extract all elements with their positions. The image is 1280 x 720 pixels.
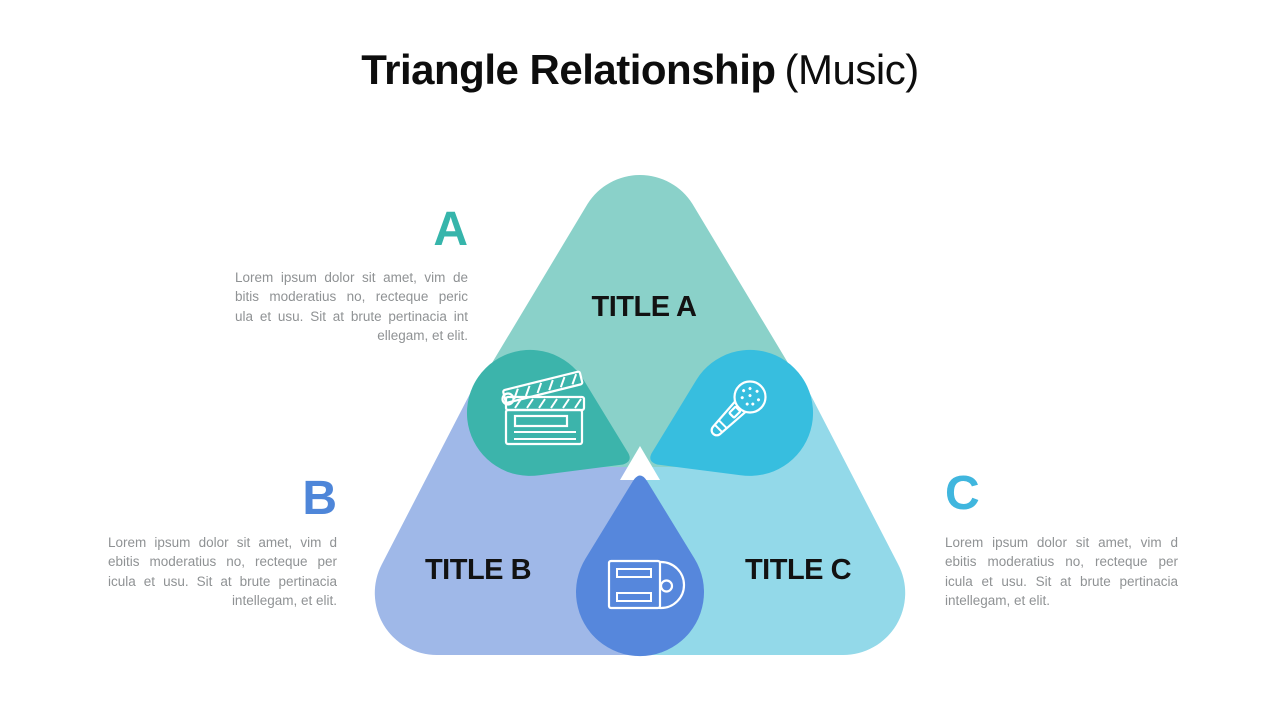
microphone-icon	[710, 380, 767, 437]
microphone-grill-dots	[740, 387, 760, 406]
triangle-c-heading: TITLE C	[744, 554, 852, 586]
section-c-description: Lorem ipsum dolor sit amet, vim d ebitis…	[945, 533, 1178, 610]
description-line: bitis moderatius no, recteque peric	[235, 289, 468, 305]
description-line: Lorem ipsum dolor sit amet, vim de	[235, 270, 468, 285]
description-line: intellegam, et elit.	[945, 592, 1051, 608]
description-line: Lorem ipsum dolor sit amet, vim d	[945, 535, 1178, 550]
section-c-letter: C	[945, 467, 980, 520]
description-line: Lorem ipsum dolor sit amet, vim d	[108, 535, 337, 550]
description-line: ellegam, et elit.	[377, 327, 468, 343]
slide-title-main: Triangle Relationship	[361, 46, 776, 93]
description-line: intellegam, et elit.	[231, 592, 337, 608]
overlap-ac-shape	[650, 349, 814, 476]
section-b-description: Lorem ipsum dolor sit amet, vim d ebitis…	[108, 533, 337, 610]
slide-title: Triangle Relationship(Music)	[0, 46, 1280, 94]
description-line: ula et usu. Sit at brute pertinacia int	[235, 308, 468, 324]
description-line: ebitis moderatius no, recteque per	[108, 554, 337, 570]
description-line: ebitis moderatius no, recteque per	[945, 554, 1178, 570]
center-gap	[620, 446, 660, 480]
description-line: icula et usu. Sit at brute pertinacia	[945, 573, 1178, 589]
triangle-a-heading: TITLE A	[591, 291, 697, 323]
slide-title-suffix: (Music)	[784, 46, 920, 93]
triangle-b-heading: TITLE B	[424, 554, 532, 586]
clapperboard-icon	[501, 370, 586, 446]
section-b-letter: B	[302, 472, 337, 525]
section-a-description: Lorem ipsum dolor sit amet, vim de bitis…	[235, 268, 468, 345]
cd-disc-icon	[607, 559, 686, 610]
description-line: icula et usu. Sit at brute pertinacia	[108, 573, 337, 589]
clapperboard-top-slate	[502, 370, 584, 404]
section-a-letter: A	[433, 203, 468, 256]
